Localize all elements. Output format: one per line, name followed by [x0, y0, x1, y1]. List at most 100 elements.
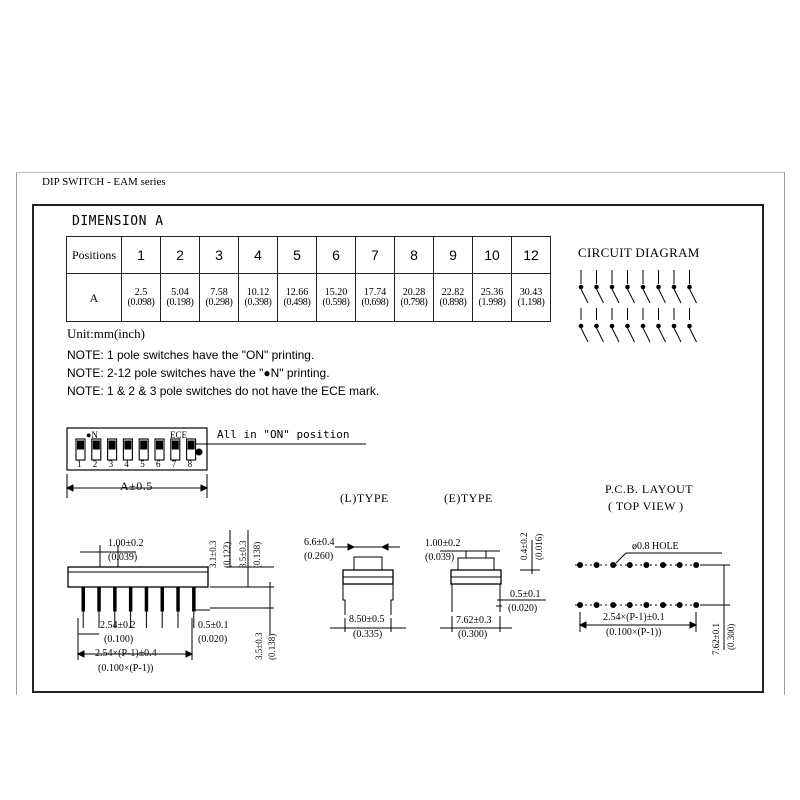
circuit-diagram-title: CIRCUIT DIAGRAM: [578, 245, 700, 260]
side-lead: [192, 586, 196, 612]
value-inch: (0.098): [127, 296, 155, 308]
pcb-hole: [610, 562, 617, 568]
switch-number: 5: [140, 459, 145, 469]
position-header-cell: 9: [433, 236, 473, 274]
side-span-inch: (0.100×(P-1)): [98, 663, 154, 674]
position-header-cell: 10: [472, 236, 512, 274]
pcb-row-spacing: 7.62±0.1: [711, 623, 721, 655]
value-mm: 5.04: [171, 286, 189, 298]
pcb-span-inch: (0.100×(P-1)): [606, 627, 662, 638]
circuit-switch: [671, 270, 682, 343]
pcb-hole: [577, 602, 583, 608]
side-lead: [81, 586, 85, 612]
value-inch: (0.898): [439, 296, 467, 308]
actuator-knob: [92, 440, 100, 450]
value-mm: 30.43: [519, 286, 543, 298]
pcb-hole: [593, 562, 600, 568]
circuit-switch: [640, 270, 651, 343]
value-inch: (1.198): [517, 296, 545, 308]
switch-actuator: [186, 438, 197, 461]
value-inch: (0.598): [322, 296, 350, 308]
pcb-hole: [643, 562, 650, 568]
value-mm: 10.12: [246, 286, 270, 298]
circuit-diagram: [578, 270, 697, 343]
e-lead-width-inch: (0.020): [508, 603, 538, 614]
pcb-span: 2.54×(P-1)±0.1: [603, 612, 665, 623]
actuator-knob: [77, 440, 84, 450]
side-lead-length: 3.5±0.3: [254, 632, 264, 660]
all-on-callout: All in "ON" position: [217, 428, 350, 441]
circuit-switch: [687, 270, 697, 343]
value-mm: 12.66: [285, 286, 309, 298]
side-height-1: 3.1±0.3: [208, 540, 218, 568]
l-top-width: 6.6±0.4: [304, 537, 335, 548]
side-span: 2.54×(P-1)±0.4: [95, 648, 157, 659]
dimension-value-cell: 17.74(0.698): [355, 273, 395, 322]
l-bottom-width-inch: (0.335): [353, 629, 383, 640]
side-lead: [113, 586, 117, 612]
value-inch: (1.998): [478, 296, 506, 308]
dimension-value-cell: 2.5(0.098): [121, 273, 161, 322]
ece-mark: ECE: [170, 430, 187, 440]
e-row-spacing: 7.62±0.3: [456, 615, 492, 626]
value-mm: 20.28: [402, 286, 426, 298]
pcb-hole-label: ø0.8 HOLE: [632, 541, 679, 552]
side-height-1-inch: (0.122): [222, 541, 232, 568]
top-view-drawing: [65, 427, 366, 498]
l-bottom-width: 8.50±0.5: [349, 614, 385, 625]
value-inch: (0.698): [361, 296, 389, 308]
position-header-cell: 12: [511, 236, 551, 274]
e-height-inch: (0.016): [534, 533, 544, 560]
pcb-hole: [660, 562, 666, 568]
pcb-hole: [693, 602, 700, 608]
e-lead-width: 0.5±0.1: [510, 589, 541, 600]
l-top-width-inch: (0.260): [304, 551, 334, 562]
dimension-value-cell: 22.82(0.898): [433, 273, 473, 322]
side-height-2-inch: (0.138): [252, 541, 262, 568]
side-lead: [128, 586, 133, 612]
note-1: NOTE: 1 pole switches have the "ON" prin…: [67, 348, 315, 362]
side-lead: [97, 586, 101, 612]
pcb-hole: [593, 602, 600, 608]
pcb-hole: [676, 562, 683, 568]
side-top-width: 1.00±0.2: [108, 538, 144, 549]
document-title: DIP SWITCH - EAM series: [42, 176, 166, 188]
value-inch: (0.298): [205, 296, 233, 308]
pcb-hole: [626, 562, 633, 568]
pcb-hole: [693, 562, 700, 568]
switch-number: 8: [187, 459, 193, 469]
dimension-heading: DIMENSION A: [72, 214, 164, 229]
value-inch: (0.798): [400, 296, 428, 308]
side-lead-width: 0.5±0.1: [198, 620, 229, 631]
value-inch: (0.198): [166, 296, 194, 308]
switch-number: 6: [156, 459, 161, 469]
switch-actuator: [91, 438, 102, 461]
dimension-value-cell: 5.04(0.198): [160, 273, 200, 322]
circuit-switch: [625, 270, 635, 343]
e-height: 0.4±0.2: [519, 532, 529, 560]
switch-number: 2: [92, 459, 98, 469]
on-mark: ●N: [86, 430, 98, 440]
e-type-drawing: [440, 540, 546, 632]
pcb-hole: [626, 602, 633, 608]
note-2: NOTE: 2-12 pole switches have the "●N" p…: [67, 366, 330, 380]
side-pitch: 2.54±0.2: [100, 620, 136, 631]
switch-number: 3: [108, 459, 114, 469]
side-lead-width-inch: (0.020): [198, 634, 228, 645]
position-header-cell: 5: [277, 236, 317, 274]
pcb-hole: [676, 602, 683, 608]
switch-actuator: [122, 438, 133, 461]
side-top-width-inch: (0.039): [108, 552, 138, 563]
switch-actuator: [138, 438, 149, 461]
position-header-cell: 4: [238, 236, 278, 274]
pcb-title: P.C.B. LAYOUT: [605, 482, 694, 496]
value-inch: (0.398): [244, 296, 272, 308]
actuator-knob: [187, 440, 195, 450]
dimension-value-cell: 15.20(0.598): [316, 273, 356, 322]
value-mm: 15.20: [324, 286, 348, 298]
unit-label: Unit:mm(inch): [67, 326, 145, 341]
positions-header: Positions: [66, 236, 122, 274]
pcb-hole: [610, 602, 617, 608]
actuator-knob: [140, 440, 148, 450]
